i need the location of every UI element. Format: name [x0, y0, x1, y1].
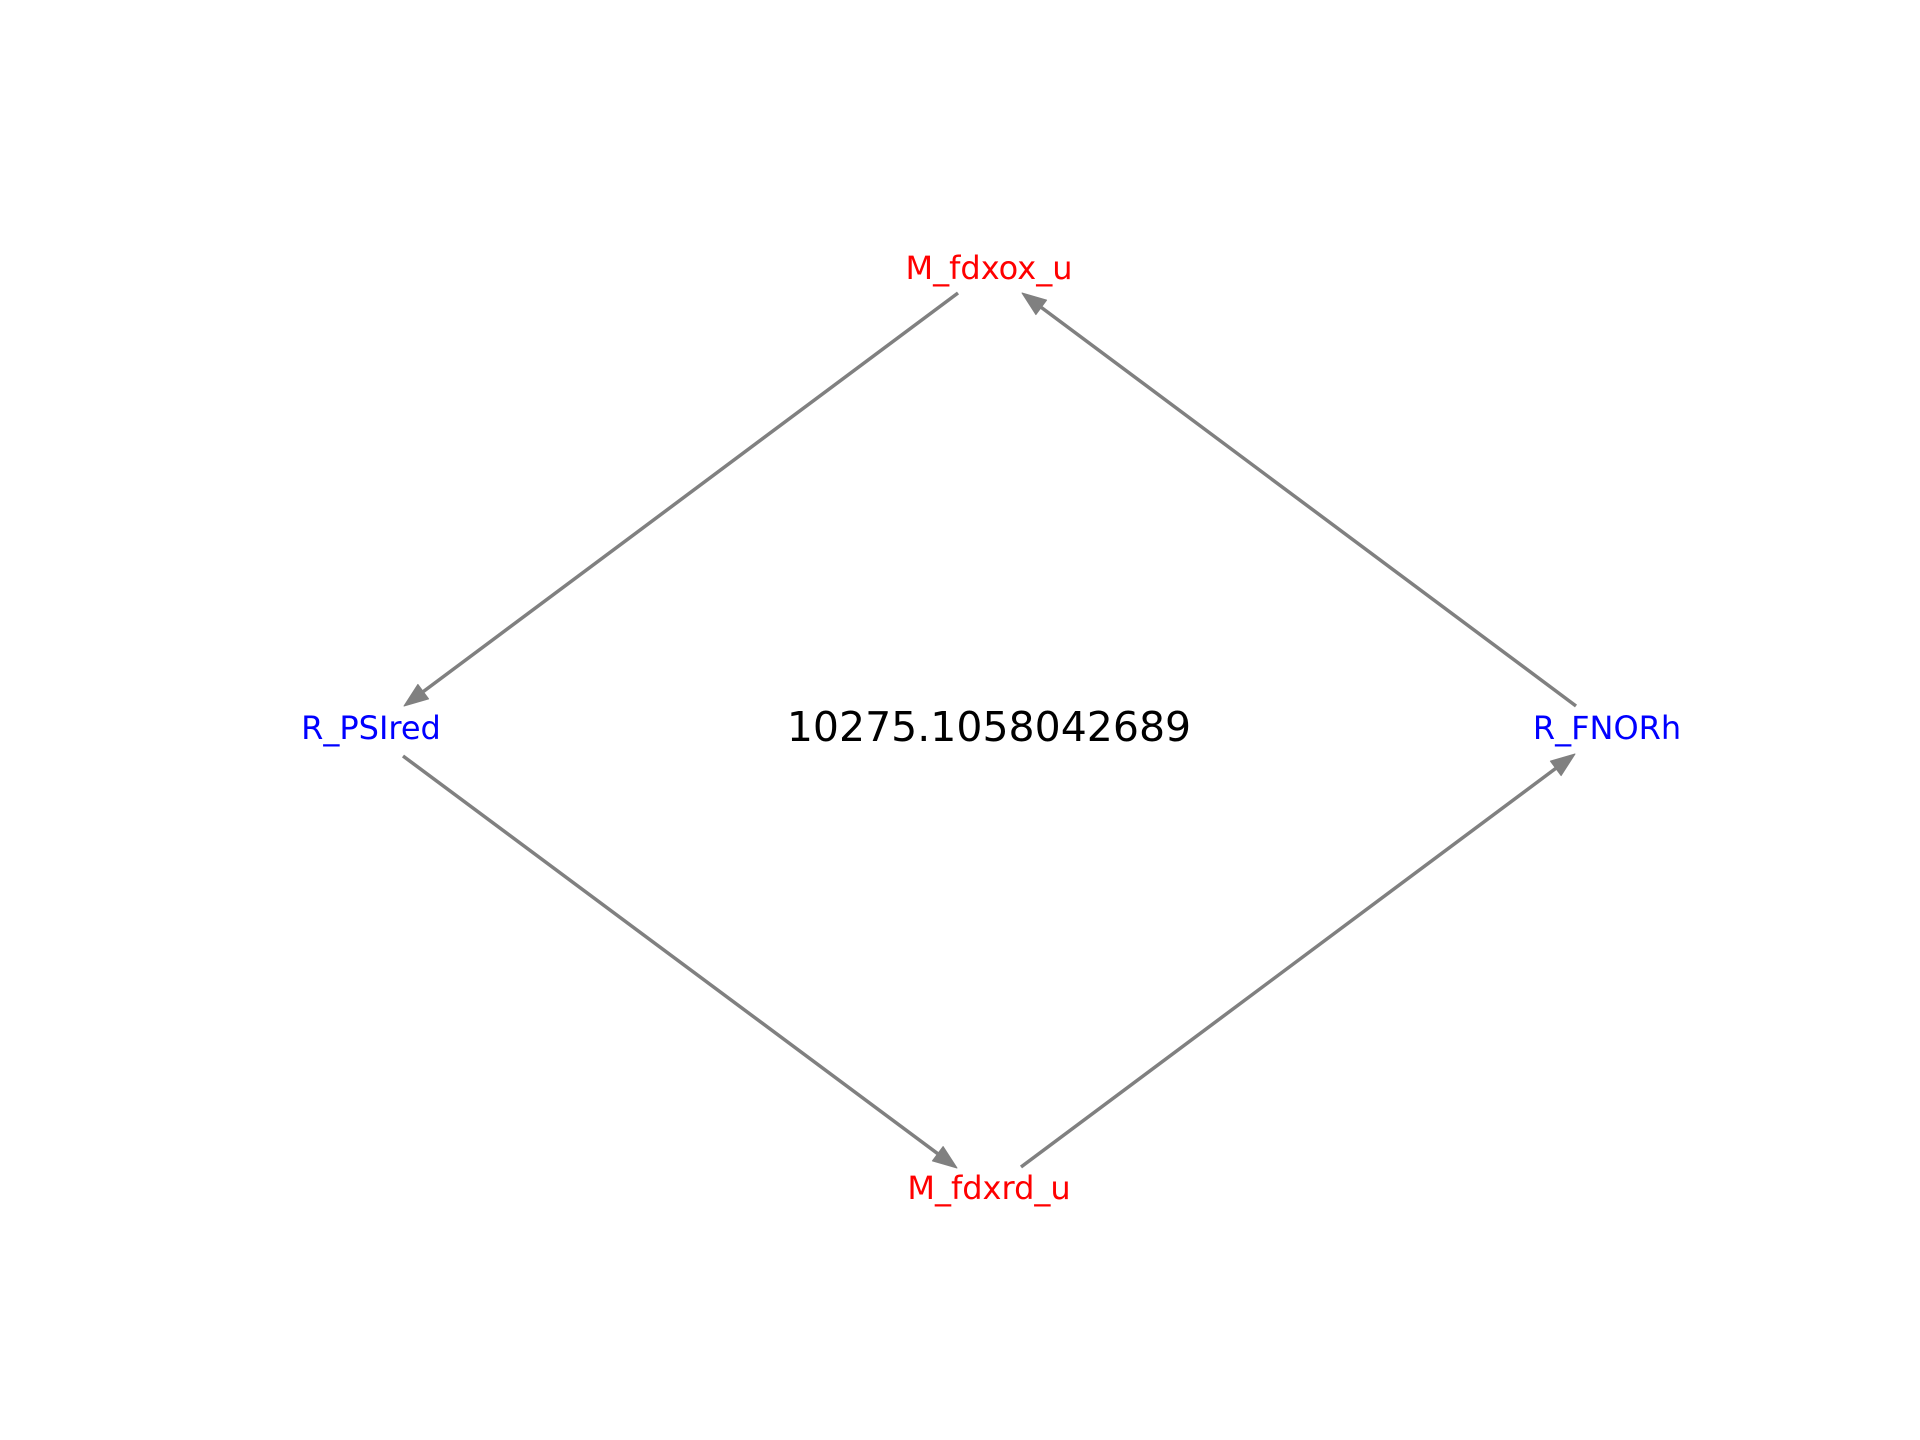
nodes-layer: M_fdxox_u R_PSIred M_fdxrd_u R_FNORh — [301, 249, 1681, 1207]
center-value-label: 10275.1058042689 — [787, 703, 1191, 751]
edge-fdxrd-to-fnorh-arrowhead — [1549, 753, 1576, 777]
edge-fnorh-to-fdxox-arrowhead — [1021, 292, 1048, 316]
edge-fnorh-to-fdxox — [1040, 305, 1578, 708]
edge-psired-to-fdxrd — [401, 754, 939, 1156]
node-r-fnorh[interactable]: R_FNORh — [1533, 709, 1681, 747]
node-m-fdxox-u[interactable]: M_fdxox_u — [906, 249, 1073, 287]
edge-fdxox-to-psired-arrowhead — [403, 683, 430, 707]
edge-fdxox-to-psired — [422, 291, 960, 694]
node-r-psired[interactable]: R_PSIred — [301, 709, 441, 747]
node-m-fdxrd-u[interactable]: M_fdxrd_u — [907, 1169, 1070, 1207]
edges-layer — [401, 291, 1578, 1169]
edge-fdxrd-to-fnorh — [1019, 766, 1557, 1169]
edge-psired-to-fdxrd-arrowhead — [931, 1146, 958, 1169]
